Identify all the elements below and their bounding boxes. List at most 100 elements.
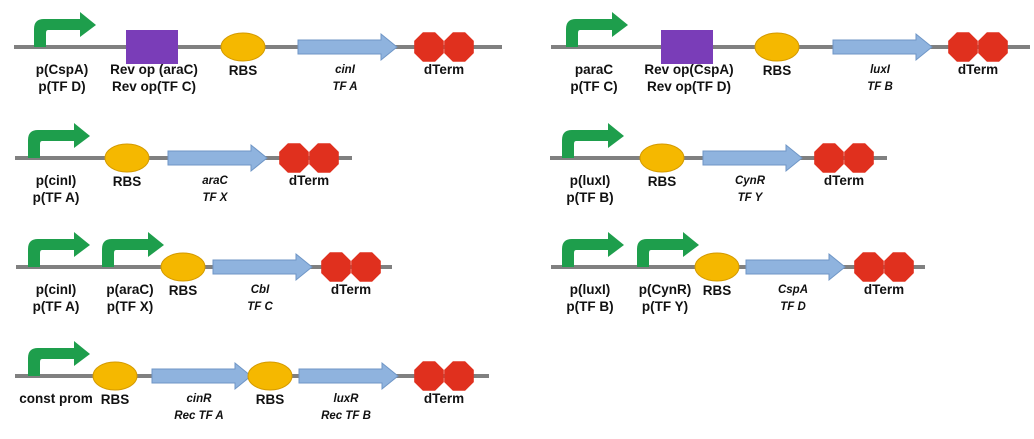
cds-label-line-2: Rec TF B — [321, 410, 371, 422]
promoter-part: paraC p(TF C) — [566, 12, 628, 94]
promoter-part: p(luxI) p(TF B) — [562, 123, 624, 205]
rbs-label-line-1: RBS — [229, 63, 258, 78]
terminator-part: dTerm — [414, 361, 474, 406]
construct-2: paraC p(TF C) Rev op(CspA)Rev op(TF D) RBS l… — [551, 12, 1030, 94]
rbs-ellipse — [220, 32, 266, 62]
promoter-arrow-icon — [562, 123, 624, 158]
terminator-label-line-1: dTerm — [824, 173, 864, 188]
rbs-part: RBS — [694, 252, 740, 298]
promoter-part: p(cinI) p(TF A) — [28, 232, 90, 314]
cds-label-line-1: CbI — [251, 284, 270, 296]
rbs-ellipse — [247, 361, 293, 391]
cds-label-line-1: luxI — [870, 64, 891, 76]
rbs-part: RBS — [220, 32, 266, 78]
rbs-label-line-1: RBS — [113, 174, 142, 189]
promoter-part: p(cinI)p(TF A) — [28, 123, 90, 205]
terminator-octagon — [444, 32, 474, 62]
operator-part: Rev op (araC) Rev op(TF C) — [110, 30, 198, 94]
cds-label-line-1: cinI — [335, 64, 356, 76]
promoter-label-line-1: p(cinI) — [36, 173, 77, 188]
cds-part: luxI TF B — [832, 32, 933, 93]
cds-arrow — [212, 252, 313, 282]
promoter-label-line-2: p(TF D) — [38, 79, 85, 94]
rbs-ellipse — [694, 252, 740, 282]
terminator-octagon — [854, 252, 884, 282]
rbs-part: RBS — [160, 252, 206, 298]
rbs-part: RBS — [754, 32, 800, 78]
promoter-part: p(luxI) p(TF B) — [562, 232, 624, 314]
promoter-arrow-icon — [566, 12, 628, 47]
rbs-ellipse — [104, 143, 150, 173]
promoter-label-line-1: p(cinI) — [36, 282, 77, 297]
operator-box — [126, 30, 178, 64]
operator-label-line-2: Rev op(TF D) — [647, 79, 731, 94]
terminator-octagon — [309, 143, 339, 173]
terminator-octagon — [351, 252, 381, 282]
promoter-label-line-1: const prom — [19, 391, 93, 406]
terminator-part: dTerm — [279, 143, 339, 188]
terminator-label-line-1: dTerm — [424, 391, 464, 406]
promoter-label-line-1: p(luxI) — [570, 173, 611, 188]
promoter-label-line-1: p(luxI) — [570, 282, 611, 297]
promoter-part: p(CynR)p(TF Y) — [637, 232, 699, 314]
cds-arrow — [298, 361, 399, 391]
promoter-label-line-2: p(TF X) — [107, 299, 154, 314]
construct-1: p(CspA)p(TF D)Rev op (araC)Rev op(TF C)R… — [14, 12, 502, 94]
terminator-label-line-1: dTerm — [424, 62, 464, 77]
rbs-label-line-1: RBS — [256, 392, 285, 407]
operator-label-line-1: Rev op (araC) — [110, 62, 198, 77]
terminator-octagon — [884, 252, 914, 282]
promoter-label-line-1: p(araC) — [106, 282, 153, 297]
terminator-part: dTerm — [948, 32, 1008, 77]
cds-label-line-1: luxR — [334, 393, 360, 405]
promoter-label-line-2: p(TF A) — [33, 299, 80, 314]
operator-box — [661, 30, 713, 64]
promoter-label-line-1: paraC — [575, 62, 614, 77]
operator-part: Rev op(CspA)Rev op(TF D) — [644, 30, 734, 94]
promoter-label-line-2: p(TF B) — [566, 190, 613, 205]
rbs-label-line-1: RBS — [169, 283, 198, 298]
promoter-arrow-icon — [28, 341, 90, 376]
cds-label-line-2: TF C — [247, 301, 273, 313]
cds-label-line-2: TF Y — [738, 192, 764, 204]
terminator-octagon — [279, 143, 309, 173]
terminator-part: dTerm — [854, 252, 914, 297]
cds-label-line-2: TF B — [867, 81, 893, 93]
promoter-arrow-icon — [562, 232, 624, 267]
construct-5: p(cinI) p(TF A) p(araC) p(TF X) RBS CbI TF C dT… — [16, 232, 392, 314]
promoter-label-line-2: p(TF B) — [566, 299, 613, 314]
rbs-ellipse — [754, 32, 800, 62]
promoter-arrow-icon — [28, 232, 90, 267]
rbs-label-line-1: RBS — [648, 174, 677, 189]
terminator-part: dTerm — [814, 143, 874, 188]
rbs-label-line-1: RBS — [703, 283, 732, 298]
terminator-part: dTerm — [321, 252, 381, 297]
terminator-octagon — [444, 361, 474, 391]
terminator-part: dTerm — [414, 32, 474, 77]
promoter-part: const prom — [19, 341, 93, 406]
terminator-octagon — [414, 361, 444, 391]
rbs-ellipse — [92, 361, 138, 391]
cds-arrow — [702, 143, 803, 173]
promoter-part: p(CspA)p(TF D) — [34, 12, 96, 94]
terminator-octagon — [814, 143, 844, 173]
promoter-label-line-2: p(TF C) — [570, 79, 617, 94]
operator-label-line-2: Rev op(TF C) — [112, 79, 196, 94]
promoter-arrow-icon — [637, 232, 699, 267]
terminator-octagon — [414, 32, 444, 62]
cds-label-line-2: TF D — [780, 301, 806, 313]
promoter-arrow-icon — [28, 123, 90, 158]
cds-arrow — [745, 252, 846, 282]
promoter-arrow-icon — [34, 12, 96, 47]
cds-arrow — [297, 32, 398, 62]
terminator-octagon — [321, 252, 351, 282]
